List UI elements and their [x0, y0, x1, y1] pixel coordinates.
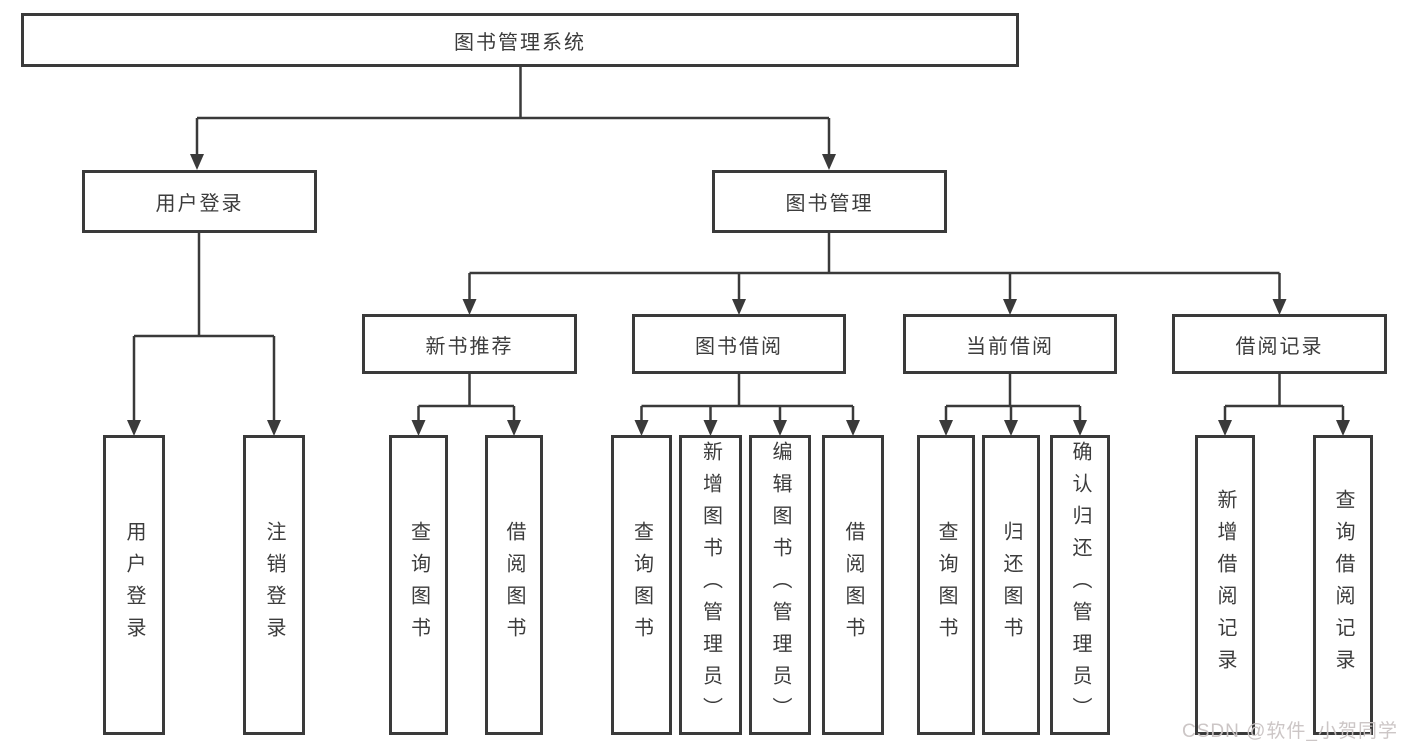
leaf-label: 新增借阅记录 [1214, 489, 1236, 681]
leaf-label: 编辑图书（管理员） [769, 441, 791, 729]
leaf-label: 查询图书 [935, 521, 957, 649]
leaf-label: 借阅图书 [842, 521, 864, 649]
leaf-label: 查询图书 [630, 521, 653, 649]
node-library-management-system: 图书管理系统 [21, 13, 1019, 67]
leaf-label: 借阅图书 [503, 521, 525, 649]
node-user-login: 用户登录 [82, 170, 317, 233]
node-borrow-records: 借阅记录 [1172, 314, 1387, 374]
leaf-borrow-books-recommend: 借阅图书 [485, 435, 543, 735]
node-label: 图书借阅 [695, 335, 783, 358]
leaf-user-login: 用户登录 [103, 435, 165, 735]
node-book-management: 图书管理 [712, 170, 947, 233]
leaf-return-books: 归还图书 [982, 435, 1040, 735]
leaf-label: 查询借阅记录 [1332, 489, 1354, 681]
leaf-confirm-return-admin: 确认归还（管理员） [1050, 435, 1110, 735]
csdn-watermark: CSDN @软件_小贺同学 [1182, 721, 1398, 742]
leaf-label: 查询图书 [407, 521, 430, 649]
leaf-add-borrow-record: 新增借阅记录 [1195, 435, 1255, 735]
node-label: 借阅记录 [1235, 335, 1324, 358]
node-label: 图书管理 [785, 193, 874, 215]
leaf-logout: 注销登录 [243, 435, 305, 735]
node-label: 当前借阅 [966, 335, 1054, 358]
node-label: 新书推荐 [425, 335, 514, 358]
leaf-label: 确认归还（管理员） [1069, 441, 1091, 729]
node-current-borrow: 当前借阅 [903, 314, 1117, 374]
arrowheads [127, 154, 1350, 436]
node-book-borrow: 图书借阅 [632, 314, 846, 374]
leaf-query-borrow-record: 查询借阅记录 [1313, 435, 1373, 735]
leaf-label: 归还图书 [1000, 521, 1022, 649]
leaf-query-books-borrow: 查询图书 [611, 435, 672, 735]
leaf-query-books-current: 查询图书 [917, 435, 975, 735]
node-new-book-recommend: 新书推荐 [362, 314, 577, 374]
leaf-add-books-admin: 新增图书（管理员） [679, 435, 742, 735]
leaf-label: 用户登录 [123, 521, 145, 649]
node-label: 图书管理系统 [454, 31, 586, 54]
leaf-label: 新增图书（管理员） [699, 441, 722, 729]
leaf-edit-books-admin: 编辑图书（管理员） [749, 435, 811, 735]
leaf-label: 注销登录 [263, 521, 285, 649]
node-label: 用户登录 [155, 193, 244, 215]
leaf-query-books-recommend: 查询图书 [389, 435, 448, 735]
leaf-borrow-books: 借阅图书 [822, 435, 884, 735]
